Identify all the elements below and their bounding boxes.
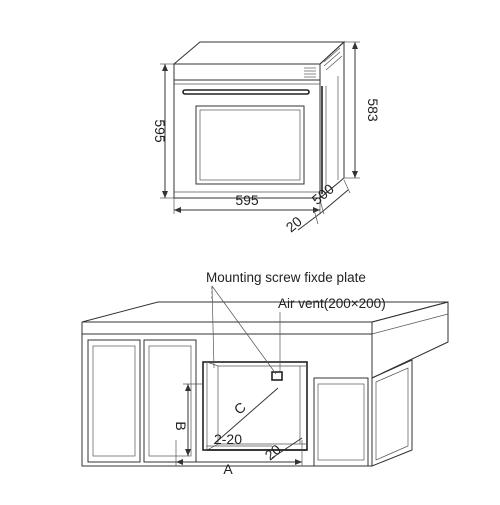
- oven-right-side: [319, 40, 345, 200]
- oven-top-face: [172, 41, 346, 65]
- dimension-b: B: [173, 383, 202, 456]
- leader-mounting-plate: [211, 285, 277, 375]
- oven-drawing: 595 583 595 500: [152, 40, 381, 235]
- dimension-bottom-gap: 2-20: [206, 431, 272, 447]
- dimension-width: 595: [173, 192, 321, 214]
- dimension-bottom-gap-label: 2-20: [214, 431, 242, 447]
- dimension-a: A: [175, 440, 303, 477]
- dimension-inner-height-label: 583: [365, 98, 381, 122]
- callout-air-vent: Air vent(200×200): [278, 296, 386, 311]
- mounting-screw-plate: [271, 371, 283, 381]
- callouts: Mounting screw fixde plate Air vent(200×…: [206, 270, 386, 375]
- countertop: [81, 301, 449, 323]
- dimension-c-label: C: [231, 399, 249, 418]
- dimension-a-label: A: [223, 461, 233, 477]
- oven-window: [195, 105, 305, 185]
- oven-side-detail: [321, 47, 343, 194]
- dimension-door-offset: 20: [283, 209, 323, 235]
- oven-door-handle: [182, 89, 310, 95]
- dimension-b-label: B: [173, 421, 189, 430]
- dimension-height-label: 595: [152, 119, 168, 143]
- dimension-depth-label: 500: [309, 180, 337, 207]
- dimension-height: 595: [152, 63, 174, 199]
- dimension-width-label: 595: [235, 192, 259, 208]
- dimension-inner-height: 583: [344, 41, 381, 179]
- cabinet-right-doors: [313, 359, 413, 467]
- cabinet-left-doors: [87, 339, 197, 463]
- cabinet-drawing: B C 2-20 A 20: [81, 301, 449, 477]
- callout-mounting-plate: Mounting screw fixde plate: [206, 270, 366, 285]
- oven-vent-slots: [304, 67, 316, 78]
- dimension-door-offset-label: 20: [283, 213, 305, 235]
